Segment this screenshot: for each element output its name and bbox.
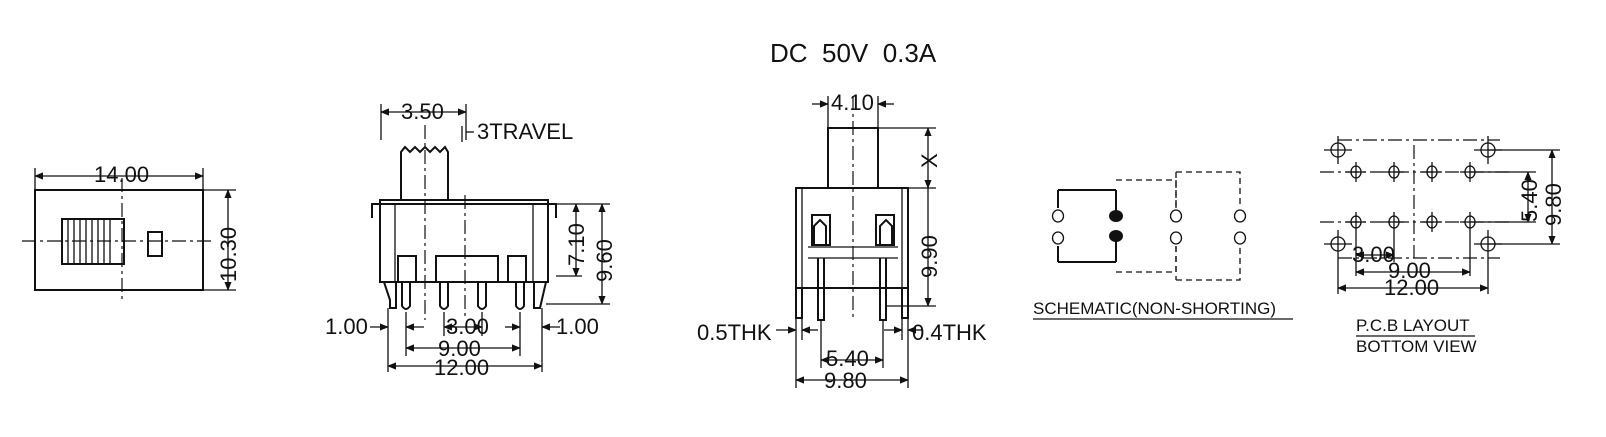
side-pin-span-label: 5.40 [826,346,869,371]
front-pin-left-label: 1.00 [325,314,368,339]
front-view: 3.50 3TRAVEL 7.10 9.60 1.00 3.00 1.00 9.… [325,99,617,380]
side-total-width-label: 9.80 [824,368,867,393]
top-width-label: 14.00 [94,162,149,187]
pcb-540-label: 5.40 [1517,179,1542,222]
front-travel-label: 3TRAVEL [477,119,573,144]
rating-title: DC 50V 0.3A [770,38,937,68]
schematic-caption: SCHEMATIC(NON-SHORTING) [1033,299,1276,318]
top-height-label: 10.30 [216,227,241,282]
pcb-layout: 5.40 9.80 3.00 9.00 12.00 P.C.B LAYOUT B… [1320,136,1566,356]
front-pin-right-label: 1.00 [556,314,599,339]
front-pin-pitch-label: 3.00 [446,314,489,339]
side-thk-left-label: 0.5THK [697,320,772,345]
side-view: 4.10 X 9.90 0.5THK 0.4THK 5.40 9.80 [697,90,987,393]
front-span-inner-label: 9.00 [438,336,481,361]
front-body-height-label: 7.10 [564,223,589,266]
pcb-dim-8-label: 3.00 [1352,242,1395,267]
pcb-dim-9-label: 9.00 [1388,258,1431,283]
side-knob-width-label: 4.10 [831,90,874,115]
pcb-caption-1: P.C.B LAYOUT [1356,316,1470,335]
pcb-980-label: 9.80 [1541,183,1566,226]
pcb-dim-12-label: 12.00 [1384,275,1439,300]
front-total-height-label: 9.60 [592,239,617,282]
schematic: SCHEMATIC(NON-SHORTING) [1033,171,1293,320]
side-body-height-label: 9.90 [917,235,942,278]
pcb-caption-2: BOTTOM VIEW [1356,337,1477,356]
front-knob-width-label: 3.50 [401,99,444,124]
front-span-outer-label: 12.00 [434,355,489,380]
side-knob-height-label: X [917,153,942,168]
side-thk-right-label: 0.4THK [912,320,987,345]
top-view: 14.00 10.30 [22,162,241,300]
